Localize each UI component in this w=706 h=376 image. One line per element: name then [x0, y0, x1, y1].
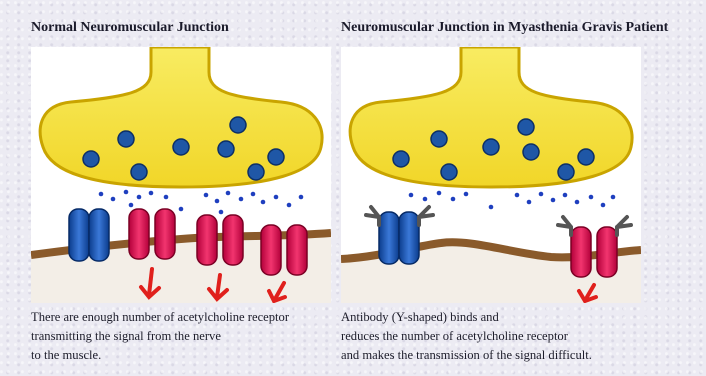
- caption-line: to the muscle.: [31, 346, 289, 365]
- panel-title: Normal Neuromuscular Junction: [31, 20, 229, 36]
- panel-title: Neuromuscular Junction in Myasthenia Gra…: [341, 20, 668, 36]
- panel-caption: Antibody (Y-shaped) binds and reduces th…: [341, 308, 592, 365]
- myasthenia-junction-illustration: [341, 47, 641, 303]
- panel-caption: There are enough number of acetylcholine…: [31, 308, 289, 365]
- caption-line: There are enough number of acetylcholine…: [31, 308, 289, 327]
- caption-line: transmitting the signal from the nerve: [31, 327, 289, 346]
- nerve-terminal-icon: [350, 47, 632, 187]
- caption-line: and makes the transmission of the signal…: [341, 346, 592, 365]
- receptor-icon: [69, 209, 109, 261]
- normal-junction-illustration: [31, 47, 331, 303]
- nerve-terminal-icon: [40, 47, 322, 187]
- caption-line: Antibody (Y-shaped) binds and: [341, 308, 592, 327]
- receptor-icon: [379, 212, 419, 264]
- caption-line: reduces the number of acetylcholine rece…: [341, 327, 592, 346]
